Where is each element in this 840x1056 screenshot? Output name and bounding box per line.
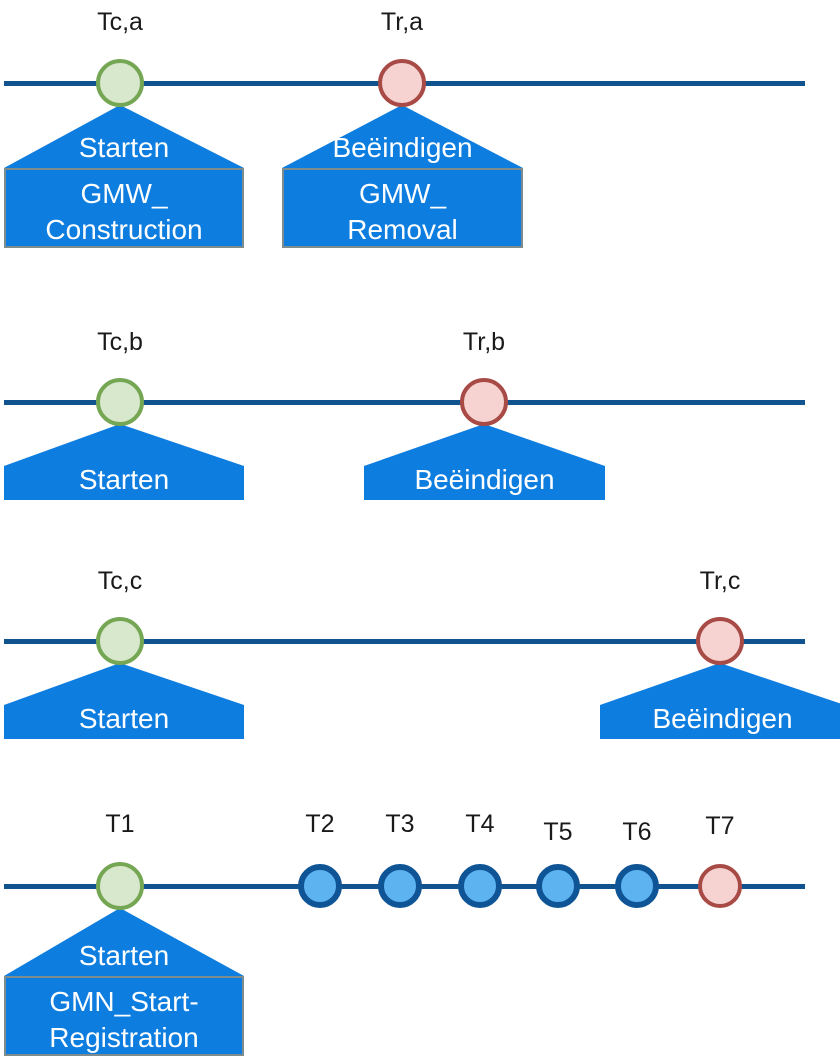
body-label-line1-gmw-removal: GMW_: [358, 178, 447, 209]
timeline-node-t7[interactable]: [698, 864, 742, 908]
tick-label-tr-a: Tr,a: [380, 8, 424, 36]
pentagon-label-gmw-construction: Starten: [78, 132, 170, 163]
event-end-b[interactable]: Beëindigen: [364, 424, 605, 500]
tick-label-tr-b: Tr,b: [462, 328, 506, 356]
timeline-node-t4[interactable]: [458, 864, 502, 908]
event-start-c[interactable]: Starten: [4, 663, 244, 739]
body-label-line1-gmn-start-registration: GMN_Start-: [49, 986, 199, 1017]
tick-label-t1: T1: [105, 810, 135, 838]
body-label-line2-gmw-removal: Removal: [347, 214, 458, 245]
body-box-gmw-construction[interactable]: GMW_ Construction: [4, 168, 244, 248]
tick-label-t6: T6: [622, 818, 652, 846]
tick-label-tc-c: Tc,c: [97, 567, 143, 595]
timeline-node-tc-b[interactable]: [96, 378, 144, 426]
timeline-node-t2[interactable]: [298, 864, 342, 908]
tick-label-t5: T5: [543, 818, 573, 846]
tick-label-t2: T2: [305, 810, 335, 838]
timeline-node-tr-c[interactable]: [696, 617, 744, 665]
tick-label-t7: T7: [705, 812, 735, 840]
pentagon-label-end-b: Beëindigen: [414, 464, 555, 495]
timeline-node-tc-c[interactable]: [96, 617, 144, 665]
pentagon-label-start-b: Starten: [78, 464, 170, 495]
body-box-gmn-start-registration[interactable]: GMN_Start- Registration: [4, 976, 244, 1056]
tick-label-t3: T3: [385, 810, 415, 838]
tick-label-tc-a: Tc,a: [97, 8, 143, 36]
event-start-b[interactable]: Starten: [4, 424, 244, 500]
timeline-node-tr-b[interactable]: [460, 378, 508, 426]
pentagon-label-gmn-start-registration: Starten: [78, 940, 170, 971]
body-label-line2-gmw-construction: Construction: [45, 214, 203, 245]
tick-label-tr-c: Tr,c: [699, 567, 741, 595]
pentagon-label-end-c: Beëindigen: [652, 703, 793, 734]
timeline-node-tr-a[interactable]: [378, 59, 426, 107]
pentagon-label-start-c: Starten: [78, 703, 170, 734]
pentagon-label-gmw-removal: Beëindigen: [332, 132, 473, 163]
timeline-node-t6[interactable]: [615, 864, 659, 908]
tick-label-tc-b: Tc,b: [97, 328, 143, 356]
timeline-node-t1[interactable]: [96, 862, 144, 910]
tick-label-t4: T4: [465, 810, 495, 838]
timeline-node-t3[interactable]: [378, 864, 422, 908]
body-box-gmw-removal[interactable]: GMW_ Removal: [282, 168, 523, 248]
body-label-line2-gmn-start-registration: Registration: [49, 1022, 199, 1053]
timeline-node-t5[interactable]: [536, 864, 580, 908]
timeline-node-tc-a[interactable]: [96, 59, 144, 107]
event-end-c[interactable]: Beëindigen: [600, 663, 840, 739]
body-label-line1-gmw-construction: GMW_: [80, 178, 168, 209]
